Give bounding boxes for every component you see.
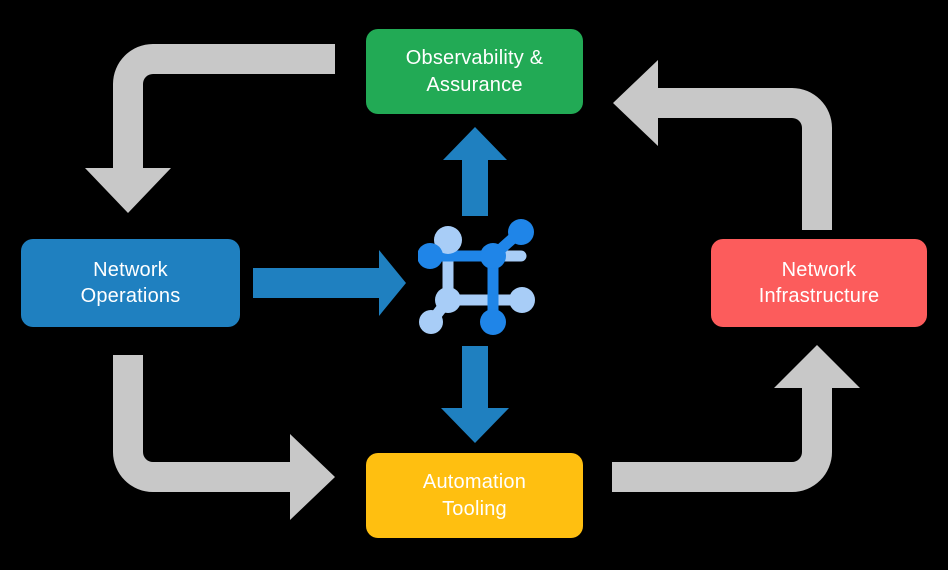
network-nodes-primary [418,219,534,335]
node-observability-assurance[interactable]: Observability & Assurance [366,29,583,114]
blue-arrow-down [441,346,509,443]
node-network-infrastructure[interactable]: Network Infrastructure [711,239,927,327]
gray-elbow-arrow-top-left [85,44,335,213]
node-network-operations[interactable]: Network Operations [21,239,240,327]
network-topology-icon [418,219,535,335]
network-nodes-secondary [419,226,535,334]
node-observability-assurance-label: Observability & Assurance [405,47,544,96]
node-network-operations-label: Network Operations [80,258,181,307]
node-automation-tooling[interactable]: Automation Tooling [366,453,583,538]
gray-elbow-arrow-top-right [613,60,832,230]
blue-arrow-up [443,127,507,216]
blue-arrow-right [253,250,406,316]
gray-elbow-arrow-bottom-left [113,355,335,520]
gray-elbow-arrow-bottom-right [612,345,860,492]
node-network-infrastructure-label: Network Infrastructure [758,258,880,307]
node-automation-tooling-label: Automation Tooling [422,471,527,520]
